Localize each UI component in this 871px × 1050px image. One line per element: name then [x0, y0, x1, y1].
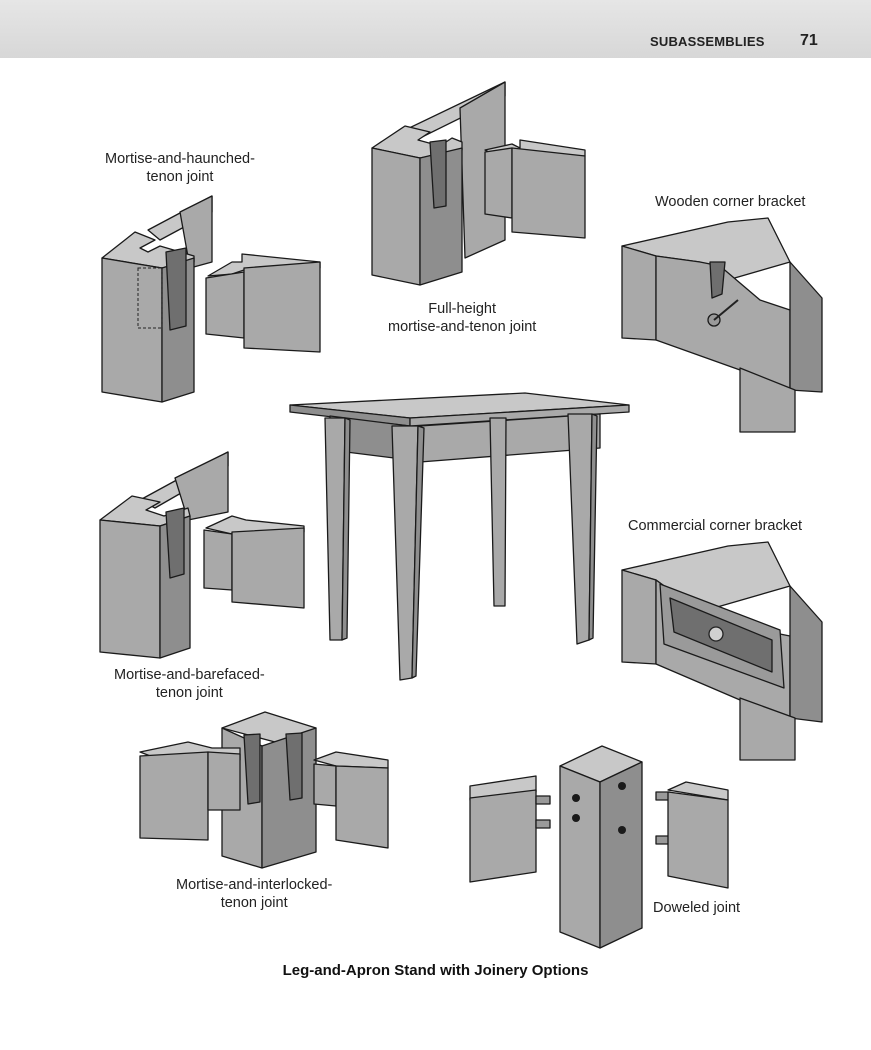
commercial-corner-bracket: [621, 541, 823, 761]
haunched-tenon-joint: [101, 195, 321, 403]
interlocked-tenon-label: Mortise-and-interlocked- tenon joint: [176, 877, 333, 911]
commercial-bracket-label: Commercial corner bracket: [628, 518, 803, 534]
section-title: SUBASSEMBLIES: [650, 34, 765, 49]
wooden-corner-bracket: [621, 217, 823, 433]
full-height-tenon-label: Full-height mortise-and-tenon joint: [388, 301, 537, 335]
interlocked-tenon-joint: [139, 711, 389, 869]
page-number: 71: [800, 32, 818, 49]
barefaced-tenon-joint: [99, 451, 305, 659]
leg-and-apron-table: [289, 392, 630, 681]
full-height-tenon-joint: [371, 81, 586, 286]
doweled-joint: [469, 745, 729, 949]
haunched-tenon-label: Mortise-and-haunched- tenon joint: [105, 151, 255, 185]
page-header: SUBASSEMBLIES 71: [0, 0, 871, 58]
doweled-joint-label: Doweled joint: [653, 900, 741, 916]
figure-caption: Leg-and-Apron Stand with Joinery Options: [282, 962, 589, 979]
wooden-bracket-label: Wooden corner bracket: [655, 194, 806, 210]
barefaced-tenon-label: Mortise-and-barefaced- tenon joint: [114, 667, 265, 701]
